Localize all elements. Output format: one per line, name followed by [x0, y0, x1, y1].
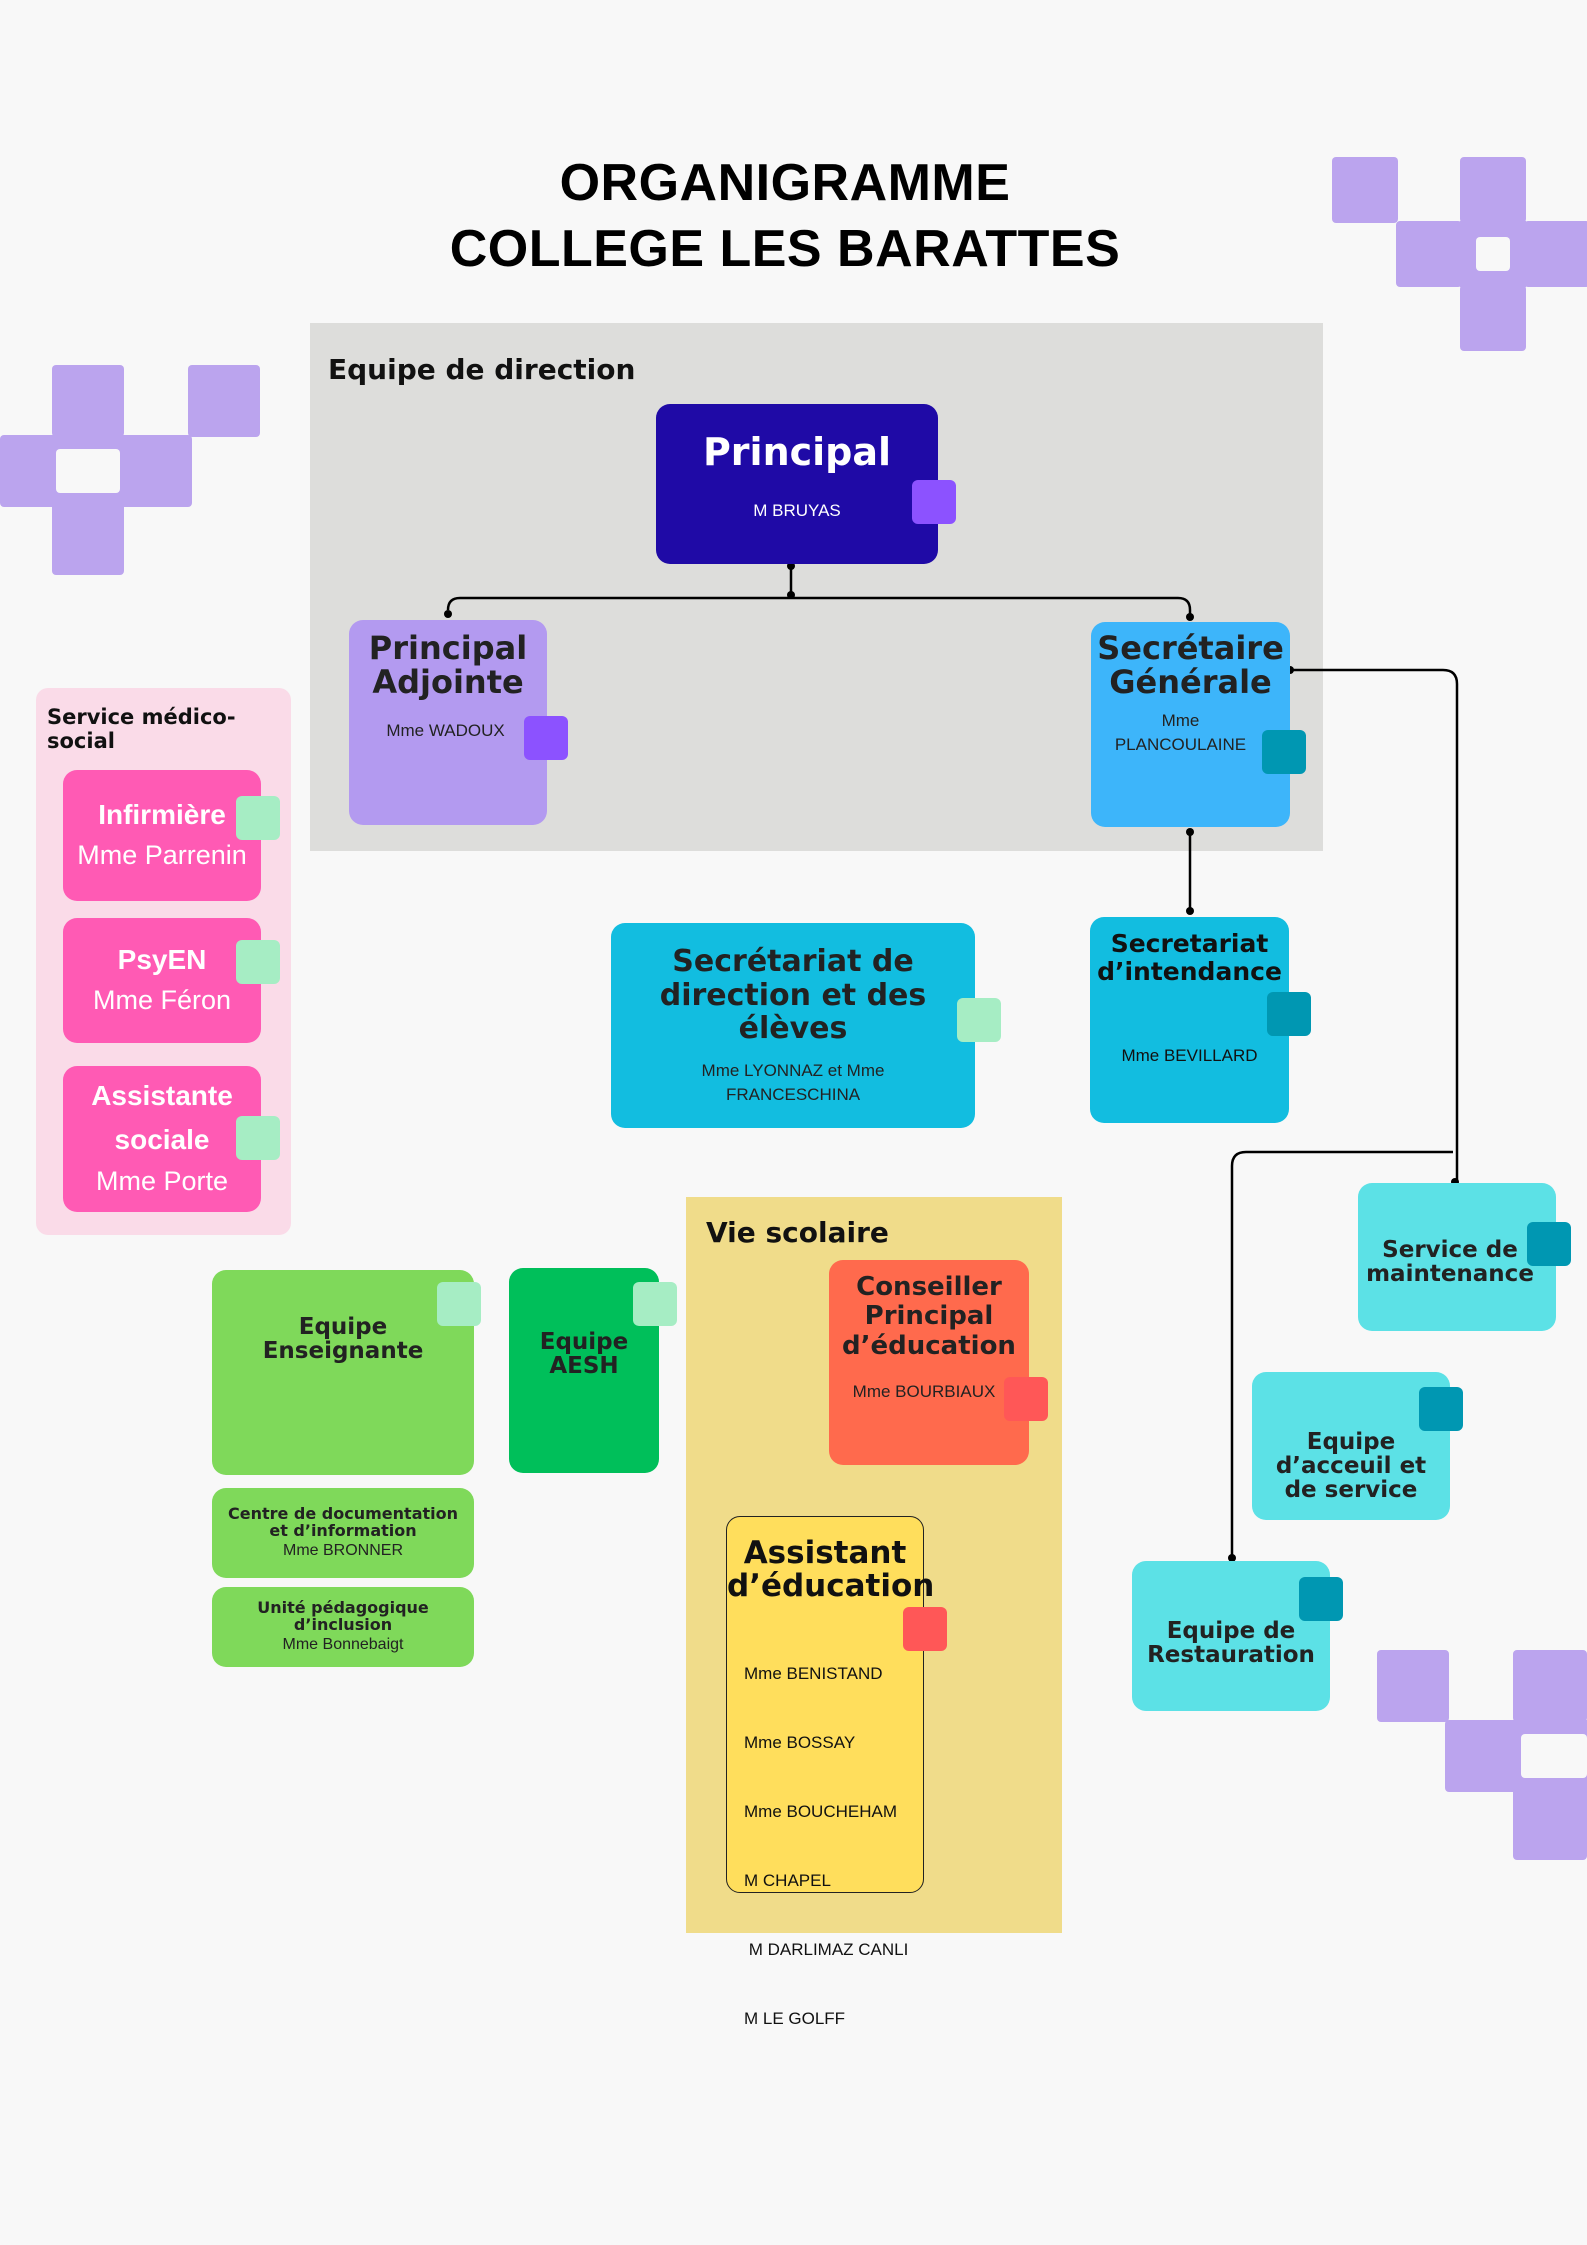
cpe-name: Mme BOURBIAUX	[852, 1381, 996, 1401]
principal-box[interactable]: Principal M BRUYAS	[656, 404, 938, 564]
intendance-marker	[1267, 992, 1311, 1036]
adjointe-marker	[524, 716, 568, 760]
principal-title: Principal	[702, 430, 892, 475]
infirmiere-marker	[236, 796, 280, 840]
secretaire-title-line-2: Générale	[1109, 662, 1272, 701]
page-title: ORGANIGRAMME COLLEGE LES BARATTES	[0, 150, 1570, 282]
secretaire-title-line-1: Secrétaire	[1097, 629, 1284, 667]
vie-scolaire-panel-label: Vie scolaire	[706, 1216, 889, 1249]
enseignante-line-2: Enseignante	[262, 1338, 424, 1365]
aesh-line-1: Equipe	[539, 1329, 629, 1355]
psyen-title: PsyEN	[117, 944, 207, 976]
cpe-line-2: Principal	[864, 1301, 994, 1332]
principal-adjointe-box[interactable]: Principal Adjointe Mme WADOUX	[349, 620, 547, 825]
direction-panel-label: Equipe de direction	[328, 353, 636, 386]
aed-name-2: Mme BOSSAY	[744, 1733, 856, 1753]
assistante-sociale-box[interactable]: Assistante sociale Mme Porte	[63, 1066, 261, 1212]
cpe-line-3: d’éducation	[842, 1330, 1016, 1361]
infirmiere-box[interactable]: Infirmière Mme Parrenin	[63, 770, 261, 901]
decorative-pixel-shape-left	[0, 365, 262, 575]
cdi-line-2: et d’information	[269, 1521, 417, 1540]
secretariat-direction-name-line-1: Mme LYONNAZ et Mme	[701, 1060, 885, 1080]
equipe-enseignante-box[interactable]: Equipe Enseignante	[212, 1270, 474, 1475]
cpe-marker	[1004, 1377, 1048, 1421]
maintenance-line-2: maintenance	[1366, 1261, 1534, 1287]
accueil-line-2: d’acceuil et	[1275, 1452, 1427, 1479]
line-secretaire-to-maintenance	[1290, 668, 1459, 1182]
secretariat-direction-name-line-2: FRANCESCHINA	[725, 1084, 861, 1104]
assistante-marker	[236, 1116, 280, 1160]
secretariat-direction-title-line-2: direction et des	[659, 977, 927, 1013]
cdi-box[interactable]: Centre de documentation et d’information…	[212, 1488, 474, 1578]
restauration-box[interactable]: Equipe de Restauration	[1132, 1561, 1330, 1711]
enseignante-marker	[437, 1282, 481, 1326]
upi-box[interactable]: Unité pédagogique d’inclusion Mme Bonneb…	[212, 1587, 474, 1667]
restauration-marker	[1299, 1577, 1343, 1621]
cdi-line-1: Centre de documentation	[227, 1504, 458, 1524]
intendance-title-line-1: Secretariat	[1110, 929, 1269, 958]
enseignante-line-1: Equipe	[298, 1314, 388, 1340]
aed-box[interactable]: Assistant d’éducation Mme BENISTAND Mme …	[726, 1516, 935, 2028]
upi-line-1: Unité pédagogique	[257, 1598, 429, 1618]
accueil-line-1: Equipe	[1306, 1428, 1396, 1455]
decorative-pixel-shape-bottom-right	[1375, 1648, 1587, 1863]
aesh-marker	[633, 1282, 677, 1326]
aed-name-3: Mme BOUCHEHAM	[744, 1802, 898, 1822]
upi-line-2: d’inclusion	[293, 1615, 393, 1634]
maintenance-marker	[1527, 1222, 1571, 1266]
upi-name: Mme Bonnebaigt	[282, 1635, 404, 1653]
secretariat-direction-box[interactable]: Secrétariat de direction et des élèves M…	[611, 923, 975, 1128]
line-direction-branch	[446, 596, 1192, 617]
intendance-title-line-2: d’intendance	[1097, 957, 1282, 987]
psyen-box[interactable]: PsyEN Mme Féron	[63, 918, 261, 1043]
decorative-pixel-shape-top-right	[1330, 155, 1587, 355]
secretariat-direction-title-line-3: élèves	[738, 1011, 848, 1047]
psyen-name: Mme Féron	[92, 984, 232, 1015]
assistante-title-line-2: sociale	[114, 1123, 210, 1155]
cpe-box[interactable]: Conseiller Principal d’éducation Mme BOU…	[829, 1260, 1029, 1465]
assistante-name: Mme Porte	[95, 1165, 229, 1196]
assistante-title-line-1: Assistante	[91, 1080, 233, 1112]
aed-marker	[903, 1607, 947, 1651]
intendance-name: Mme BEVILLARD	[1121, 1045, 1258, 1065]
adjointe-title-line-1: Principal	[368, 629, 528, 667]
principal-marker	[912, 480, 956, 524]
secretaire-name-line-1: Mme	[1161, 711, 1200, 731]
accueil-marker	[1419, 1387, 1463, 1431]
aed-name-5: M DARLIMAZ CANLI	[744, 1940, 909, 1960]
aesh-line-2: AESH	[549, 1353, 619, 1380]
secretariat-direction-title-line-1: Secrétariat de	[672, 944, 914, 980]
secretaire-marker	[1262, 730, 1306, 774]
aed-name-6: M LE GOLFF	[744, 2009, 846, 2029]
aed-name-1: Mme BENISTAND	[744, 1664, 883, 1684]
infirmiere-name: Mme Parrenin	[77, 839, 247, 870]
secretaire-name-line-2: PLANCOULAINE	[1114, 735, 1247, 755]
medico-social-panel-label: Service médico-social	[47, 705, 236, 753]
title-line-2: COLLEGE LES BARATTES	[449, 220, 1121, 278]
restauration-line-1: Equipe de	[1166, 1617, 1296, 1644]
maintenance-box[interactable]: Service de maintenance	[1358, 1183, 1556, 1331]
aed-name-4: M CHAPEL	[744, 1871, 831, 1891]
adjointe-name: Mme WADOUX	[386, 721, 505, 741]
cpe-line-1: Conseiller	[856, 1272, 1002, 1302]
title-line-1: ORGANIGRAMME	[559, 154, 1011, 212]
infirmiere-title: Infirmière	[98, 799, 226, 831]
aed-names: Mme BENISTAND Mme BOSSAY Mme BOUCHEHAM M…	[744, 1616, 923, 2076]
aed-line-2: d’éducation	[727, 1567, 935, 1604]
secretariat-direction-marker	[957, 998, 1001, 1042]
aed-line-1: Assistant	[743, 1535, 907, 1571]
accueil-box[interactable]: Equipe d’acceuil et de service	[1252, 1372, 1450, 1520]
restauration-line-2: Restauration	[1147, 1642, 1315, 1668]
secretaire-generale-box[interactable]: Secrétaire Générale Mme PLANCOULAINE	[1091, 622, 1290, 827]
line-maintenance-to-restauration	[1230, 1150, 1453, 1558]
adjointe-title-line-2: Adjointe	[372, 662, 524, 701]
psyen-marker	[236, 940, 280, 984]
principal-name: M BRUYAS	[753, 500, 841, 520]
accueil-line-3: de service	[1284, 1477, 1418, 1504]
maintenance-line-1: Service de	[1382, 1236, 1518, 1263]
secretariat-intendance-box[interactable]: Secretariat d’intendance Mme BEVILLARD	[1090, 917, 1289, 1123]
cdi-name: Mme BRONNER	[282, 1541, 403, 1559]
